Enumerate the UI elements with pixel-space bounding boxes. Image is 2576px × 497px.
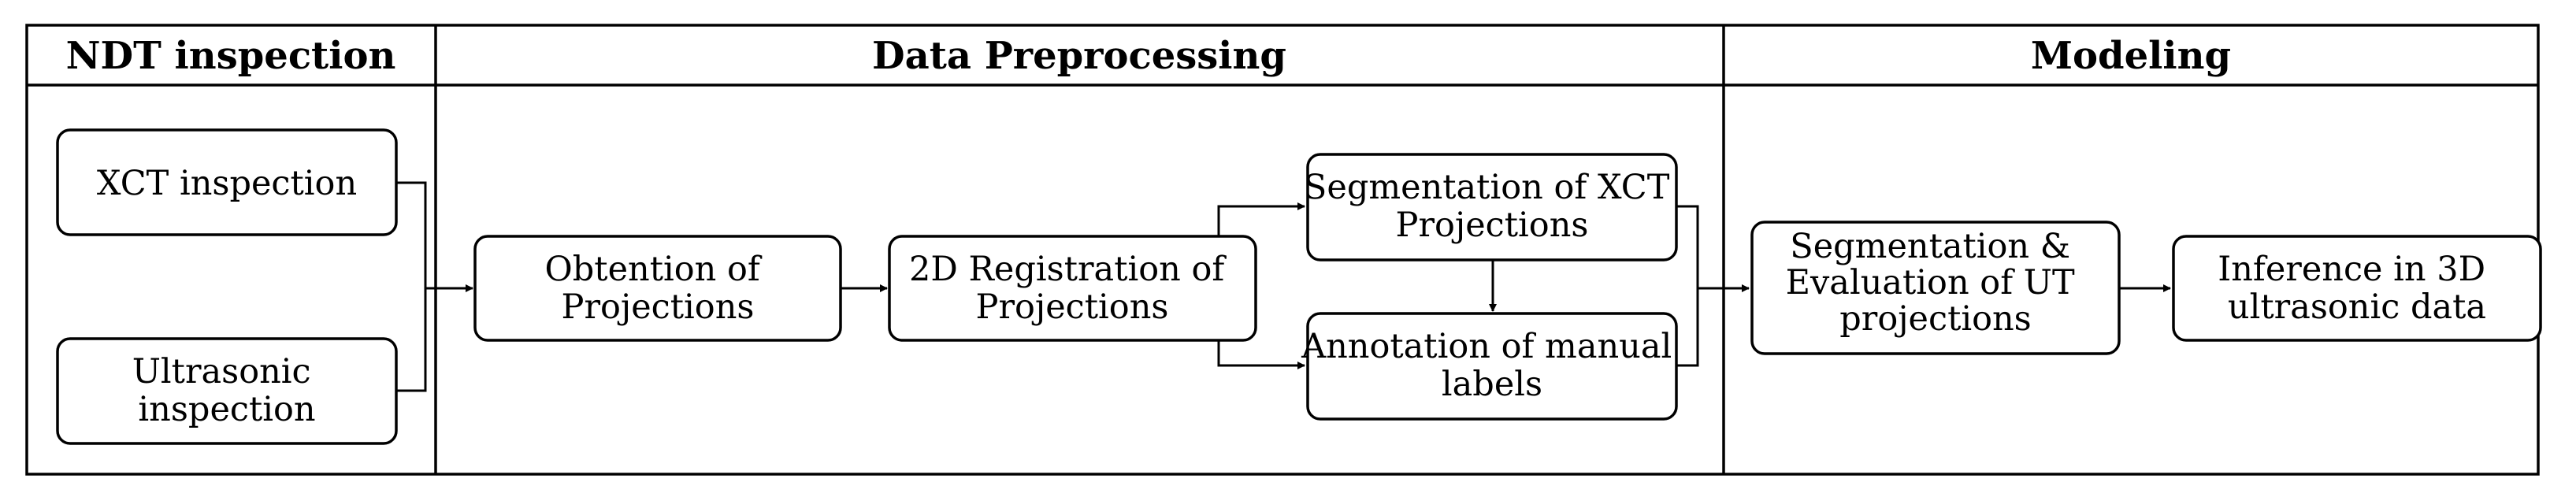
inference-label: Inference in 3D ultrasonic data [2218,250,2496,327]
diagram-frame [25,24,2540,476]
segmentation-ut-box: Segmentation & Evaluation of UT projecti… [1750,221,2121,355]
header-modeling: Modeling [2031,34,2231,78]
header-ndt-inspection: NDT inspection [66,34,396,78]
header-data-preprocessing: Data Preprocessing [872,34,1286,78]
inference-box: Inference in 3D ultrasonic data [2172,235,2542,342]
registration-label: 2D Registration of Projections [909,250,1235,327]
segmentation-xct-box: Segmentation of XCT Projections [1304,153,1680,261]
annotation-box: Annotation of manual labels [1301,312,1683,421]
segmentation-xct-label: Segmentation of XCT Projections [1304,168,1680,245]
obtention-of-projections-box: Obtention of Projections [473,235,842,342]
ultrasonic-inspection-box: Ultrasonic inspection [56,337,398,445]
segmentation-ut-label: Segmentation & Evaluation of UT projecti… [1786,227,2086,339]
ndt-merge-bracket [396,181,427,392]
registration-box: 2D Registration of Projections [888,235,1257,342]
preprocessing-merge-bracket [1676,205,1699,367]
xct-inspection-label: XCT inspection [97,164,357,203]
xct-inspection-box: XCT inspection [56,128,398,236]
obtention-of-projections-label: Obtention of Projections [545,250,771,327]
ultrasonic-inspection-label: Ultrasonic inspection [132,352,322,429]
annotation-label: Annotation of manual labels [1301,327,1683,404]
